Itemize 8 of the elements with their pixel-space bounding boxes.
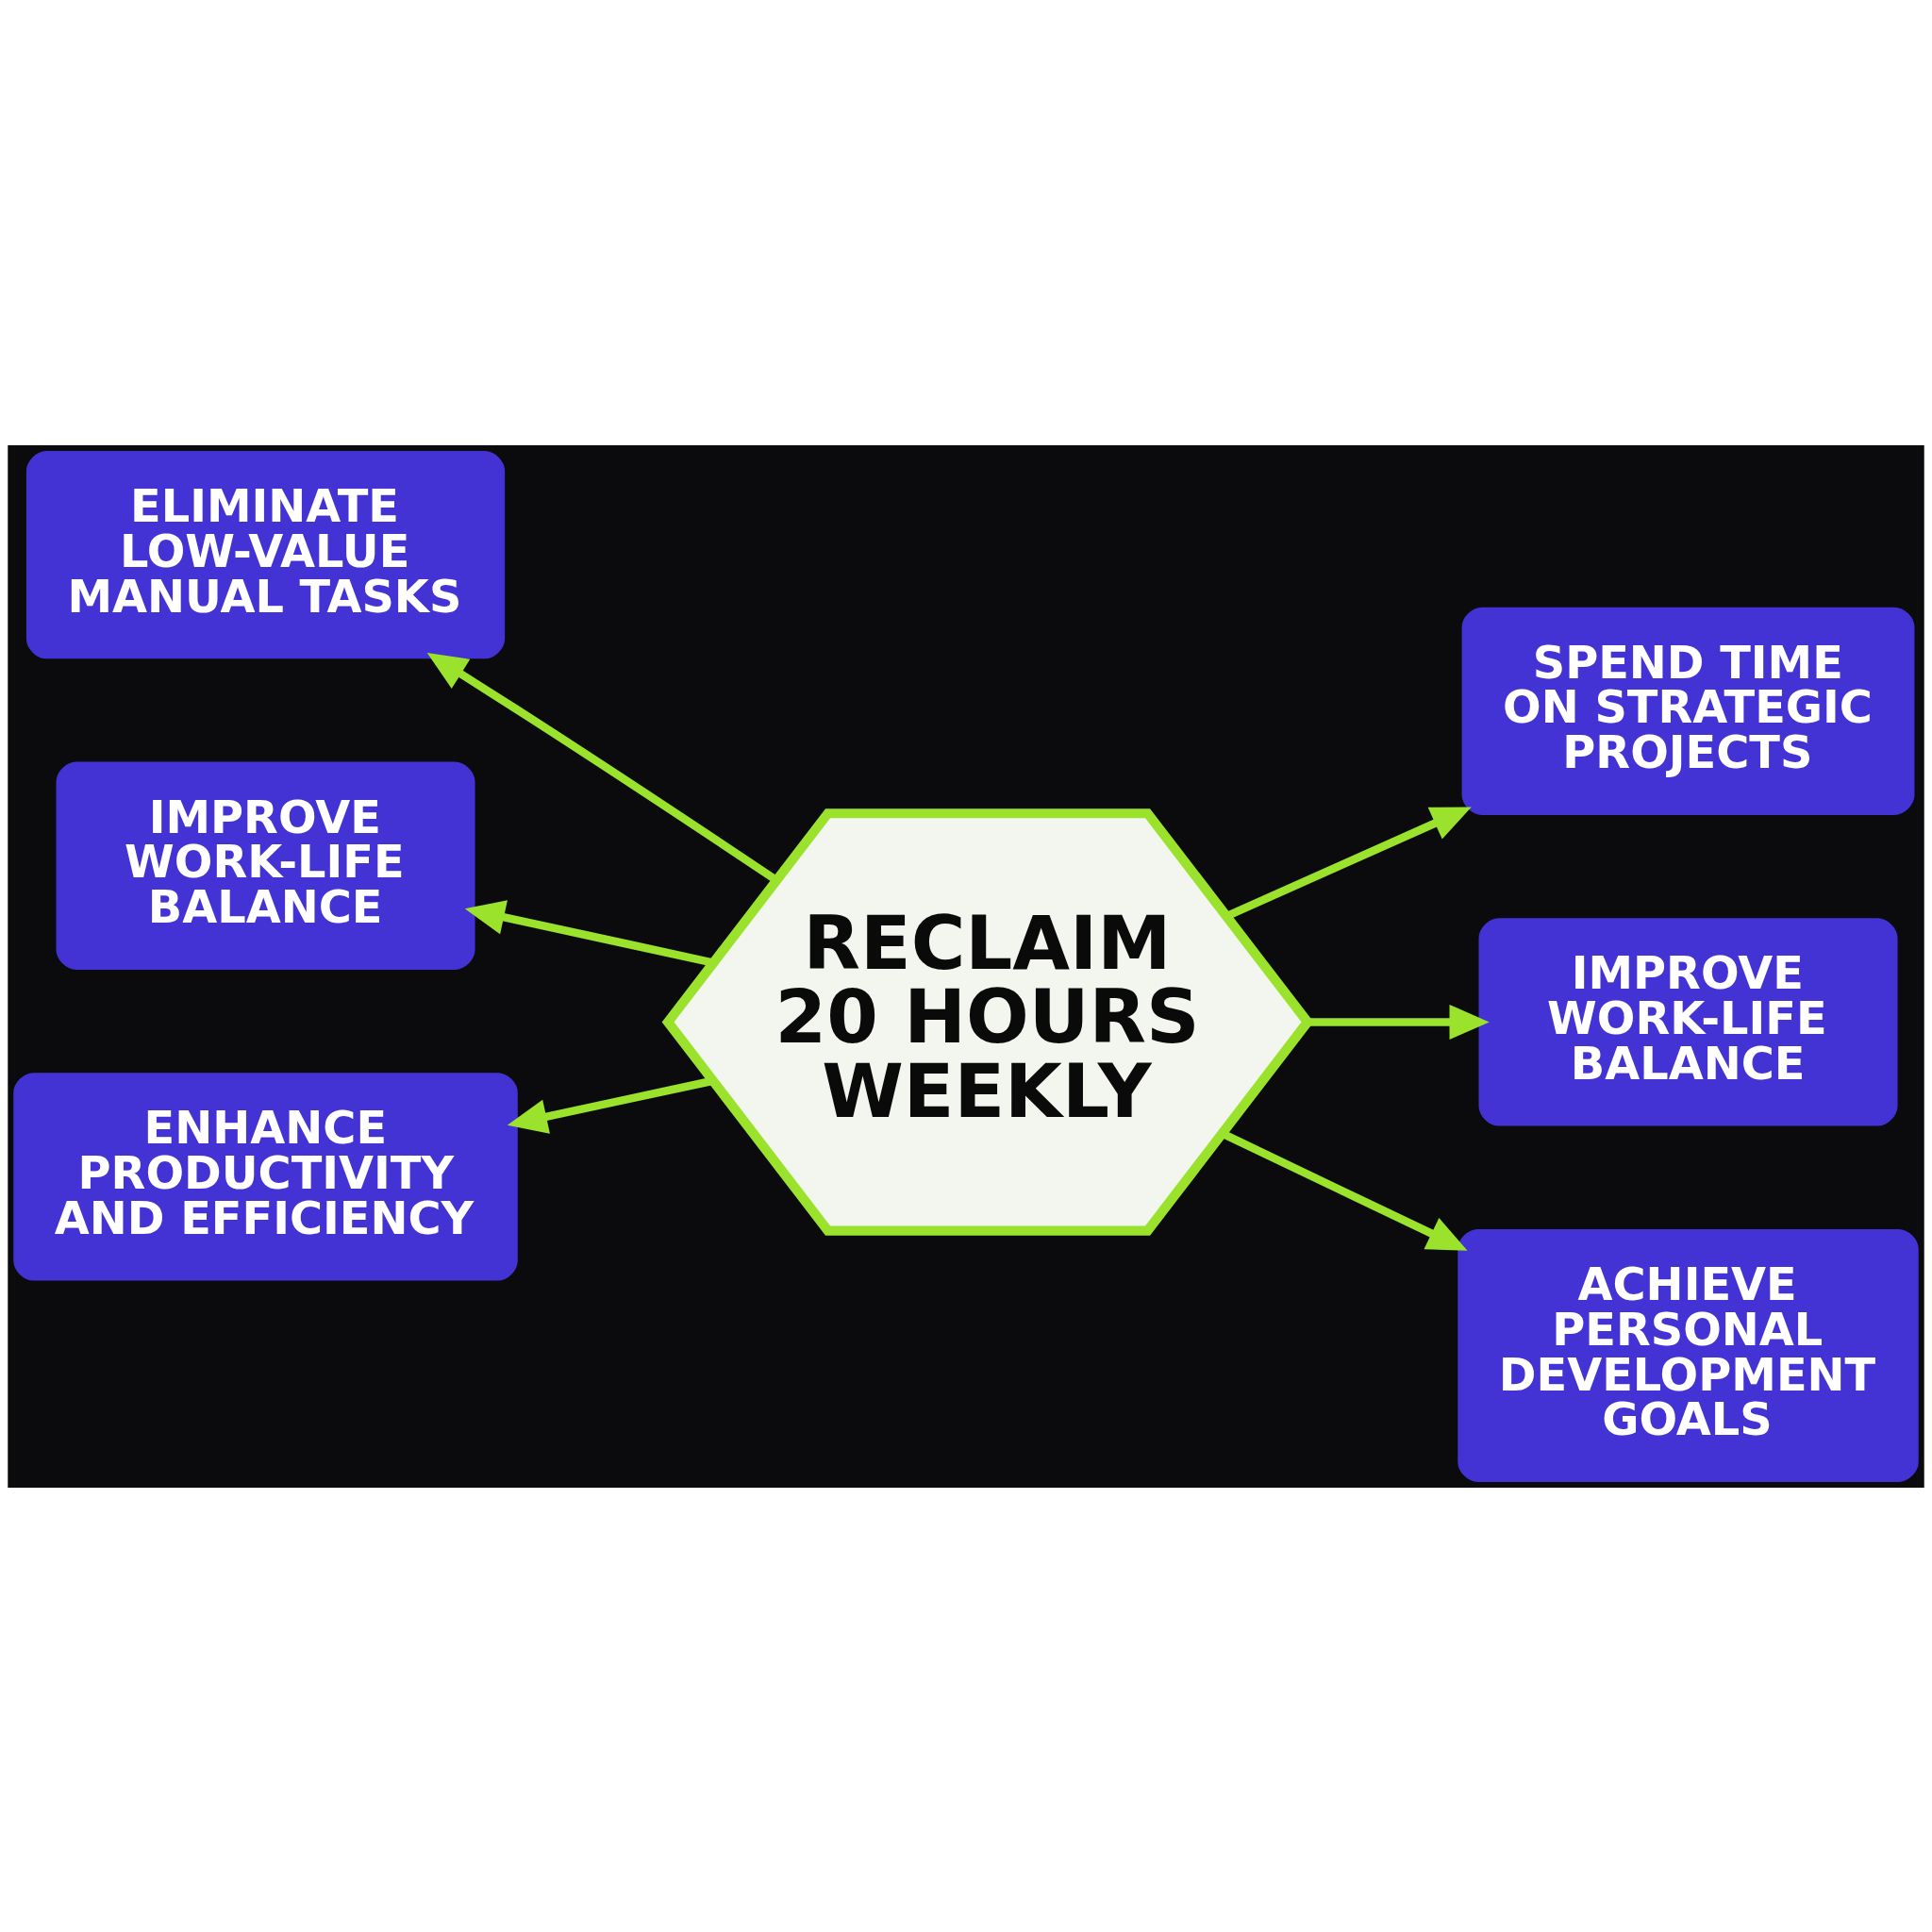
arrow	[1221, 1129, 1468, 1251]
node-box: ELIMINATE LOW-VALUE MANUAL TASKS	[25, 450, 506, 658]
node-box: IMPROVE WORK-LIFE BALANCE	[56, 761, 475, 970]
node-box: SPEND TIME ON STRATEGIC PROJECTS	[1461, 607, 1915, 815]
node-box: ENHANCE PRODUCTIVITY AND EFFICIENCY	[13, 1072, 518, 1281]
node-box: ACHIEVE PERSONAL DEVELOPMENT GOALS	[1457, 1228, 1919, 1482]
node-box: IMPROVE WORK-LIFE BALANCE	[1478, 917, 1898, 1126]
arrow	[507, 1076, 714, 1134]
